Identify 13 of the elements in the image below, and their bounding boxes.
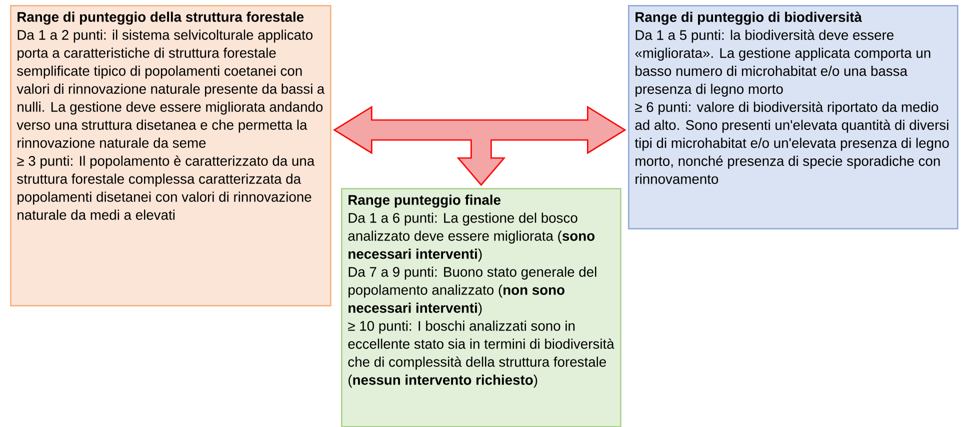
paragraph: Da 7 a 9 punti: Buono stato generale del popolamento analizzato (non sono necessari interventi): [348, 266, 596, 316]
paragraph: Da 1 a 6 punti: La gestione del bosco analizzato deve essere migliorata (sono necessari interventi): [348, 212, 595, 262]
paragraph: ≥ 6 punti: valore di biodiversità riportato da medio ad alto. Sono presenti un'elevata quantità di diversi tipi di microhabitat e/o un'elevata presenza di legno morto, nonché presenza di specie sporadiche con rinnovamento: [634, 102, 949, 184]
heading: Range punteggio finale: [348, 194, 500, 208]
text-box: [10, 5, 332, 306]
paragraph: ≥ 3 punti: Il popolamento è caratterizzato da una struttura forestale complessa caratterizzata da popolamenti disetanei con valori di rinnovazione naturale da medi a elevati: [17, 156, 315, 220]
text-box: [341, 188, 622, 427]
paragraph: Da 1 a 2 punti: il sistema selvicolturale applicato porta a caratteristiche di struttura forestale semplificate tipico di popolamenti coetanei con valori di rinnovazione naturale presente da bassi a nulli. La gestione deve essere migliorata andando verso una struttura disetanea e che permetta la rinnovazione naturale da seme: [16, 30, 325, 148]
text-box: [628, 5, 958, 230]
paragraph: Da 1 a 5 punti: la biodiversità deve essere «migliorata». La gestione applicata comporta un basso numero di microhabitat e/o una bassa presenza di legno morto: [635, 30, 930, 97]
heading: Range di punteggio della struttura forestale: [18, 12, 304, 25]
heading: Range di punteggio di biodiversità: [636, 12, 862, 25]
paragraph: ≥ 10 punti: I boschi analizzati sono in eccellente stato sia in termini di biodiversità che di complessità della struttura forestale (nessun intervento richiesto): [348, 320, 614, 388]
